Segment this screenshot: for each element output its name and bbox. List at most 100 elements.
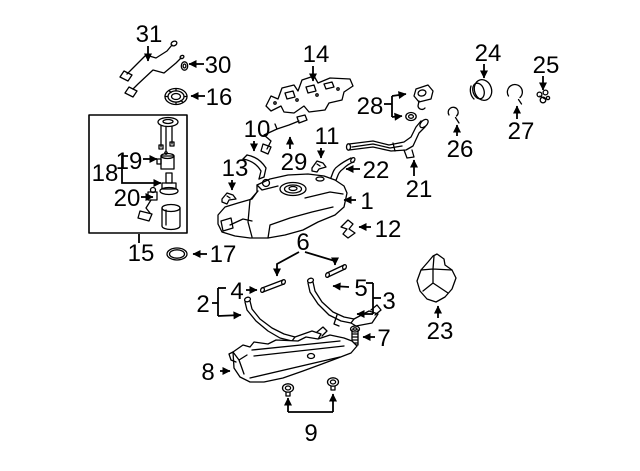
part-valve-and-gasket (405, 84, 434, 122)
callout-number[interactable]: 17 (210, 241, 237, 268)
part-clip-13 (221, 192, 237, 205)
part-retainer-ring (164, 87, 188, 106)
part-shield-bracket (265, 75, 354, 114)
callout-13[interactable]: 13 (222, 155, 249, 191)
callout-number[interactable]: 19 (116, 148, 143, 175)
callout-31[interactable]: 31 (136, 21, 163, 62)
callout-number[interactable]: 21 (406, 176, 433, 203)
callout-25[interactable]: 25 (533, 52, 560, 91)
callout-24[interactable]: 24 (475, 40, 502, 79)
part-bolt (349, 325, 361, 346)
callout-number[interactable]: 30 (205, 52, 232, 79)
callout-27[interactable]: 27 (508, 105, 535, 145)
callout-23[interactable]: 23 (427, 305, 454, 345)
part-wire (260, 114, 308, 155)
part-fuel-cap (469, 79, 493, 101)
part-suction-plate (157, 116, 179, 155)
callout-number[interactable]: 6 (296, 229, 309, 256)
callout-number[interactable]: 14 (303, 41, 330, 68)
part-clip-small (536, 89, 551, 104)
callout-9[interactable]: 9 (284, 393, 337, 447)
callout-29[interactable]: 29 (281, 136, 308, 176)
callout-number[interactable]: 9 (304, 420, 317, 447)
callout-number[interactable]: 24 (475, 40, 502, 67)
callout-number[interactable]: 29 (281, 149, 308, 176)
callout-7[interactable]: 7 (362, 325, 391, 352)
part-fuel-tank (217, 173, 348, 239)
callout-20[interactable]: 20 (114, 185, 154, 212)
callout-6[interactable]: 6 (273, 229, 339, 277)
callout-number[interactable]: 8 (201, 359, 214, 386)
callout-number[interactable]: 23 (427, 318, 454, 345)
callout-leader-line (121, 155, 162, 187)
callout-5[interactable]: 5 (332, 275, 368, 302)
part-plate-bolt-right (326, 377, 340, 391)
part-tank-band-right (306, 277, 382, 327)
part-fuel-sender (137, 186, 158, 222)
callout-28[interactable]: 28 (357, 91, 407, 121)
callout-number[interactable]: 28 (357, 93, 384, 120)
callout-number[interactable]: 22 (363, 157, 390, 184)
callout-12[interactable]: 12 (358, 216, 402, 243)
pump-module-inset-box (88, 114, 188, 234)
part-fuel-pump (159, 172, 179, 196)
callout-number[interactable]: 1 (360, 188, 373, 215)
callout-number[interactable]: 3 (382, 288, 395, 315)
callout-17[interactable]: 17 (192, 241, 237, 268)
part-plate-bolt-left (281, 383, 295, 397)
callout-number[interactable]: 11 (315, 123, 340, 150)
part-filler-pipe (345, 118, 429, 159)
part-oring (166, 247, 188, 261)
callout-15[interactable]: 15 (128, 234, 155, 267)
callout-number[interactable]: 4 (230, 278, 243, 305)
part-grommet (180, 61, 189, 71)
callout-26[interactable]: 26 (447, 124, 474, 163)
part-fuel-filter (156, 152, 175, 170)
part-tank-band-left (243, 296, 328, 345)
callout-leader-line (391, 112, 403, 121)
callout-number[interactable]: 7 (377, 325, 390, 352)
callout-number[interactable]: 15 (128, 240, 155, 267)
callout-18[interactable]: 18 (92, 155, 162, 187)
part-band-rod-left (259, 279, 287, 293)
callout-number[interactable]: 20 (114, 185, 141, 212)
callout-1[interactable]: 1 (343, 188, 374, 215)
callout-30[interactable]: 30 (188, 52, 232, 79)
callout-number[interactable]: 13 (222, 155, 249, 182)
callout-number[interactable]: 16 (206, 84, 233, 111)
callout-leader-line (273, 251, 300, 277)
callout-number[interactable]: 26 (447, 136, 474, 163)
callout-leader-line (332, 282, 350, 291)
callout-16[interactable]: 16 (190, 84, 233, 111)
callout-4[interactable]: 4 (230, 278, 258, 305)
callout-number[interactable]: 10 (244, 116, 271, 143)
callout-number[interactable]: 31 (136, 21, 163, 48)
callout-14[interactable]: 14 (303, 41, 330, 82)
callout-number[interactable]: 27 (508, 118, 535, 145)
callout-leader-line (217, 311, 242, 320)
callout-21[interactable]: 21 (406, 159, 433, 203)
callout-11[interactable]: 11 (315, 123, 340, 159)
part-reservoir-cup (161, 203, 181, 231)
callout-number[interactable]: 12 (375, 216, 402, 243)
callout-3[interactable]: 3 (356, 282, 396, 318)
part-band-rod-right (324, 264, 348, 278)
callout-22[interactable]: 22 (345, 157, 390, 184)
part-hook (447, 106, 460, 124)
part-clip-11 (311, 160, 327, 173)
callout-number[interactable]: 2 (196, 291, 209, 318)
callout-number[interactable]: 5 (354, 275, 367, 302)
callout-10[interactable]: 10 (244, 116, 271, 152)
callout-number[interactable]: 25 (533, 52, 560, 79)
callout-leader-line (304, 251, 339, 266)
part-hook-ring (506, 83, 523, 105)
callout-number[interactable]: 18 (92, 160, 119, 187)
callout-19[interactable]: 19 (116, 148, 158, 175)
diagram-artwork (88, 40, 551, 397)
callout-leader-line (391, 91, 407, 100)
callout-8[interactable]: 8 (201, 359, 231, 386)
callout-2[interactable]: 2 (196, 287, 242, 320)
